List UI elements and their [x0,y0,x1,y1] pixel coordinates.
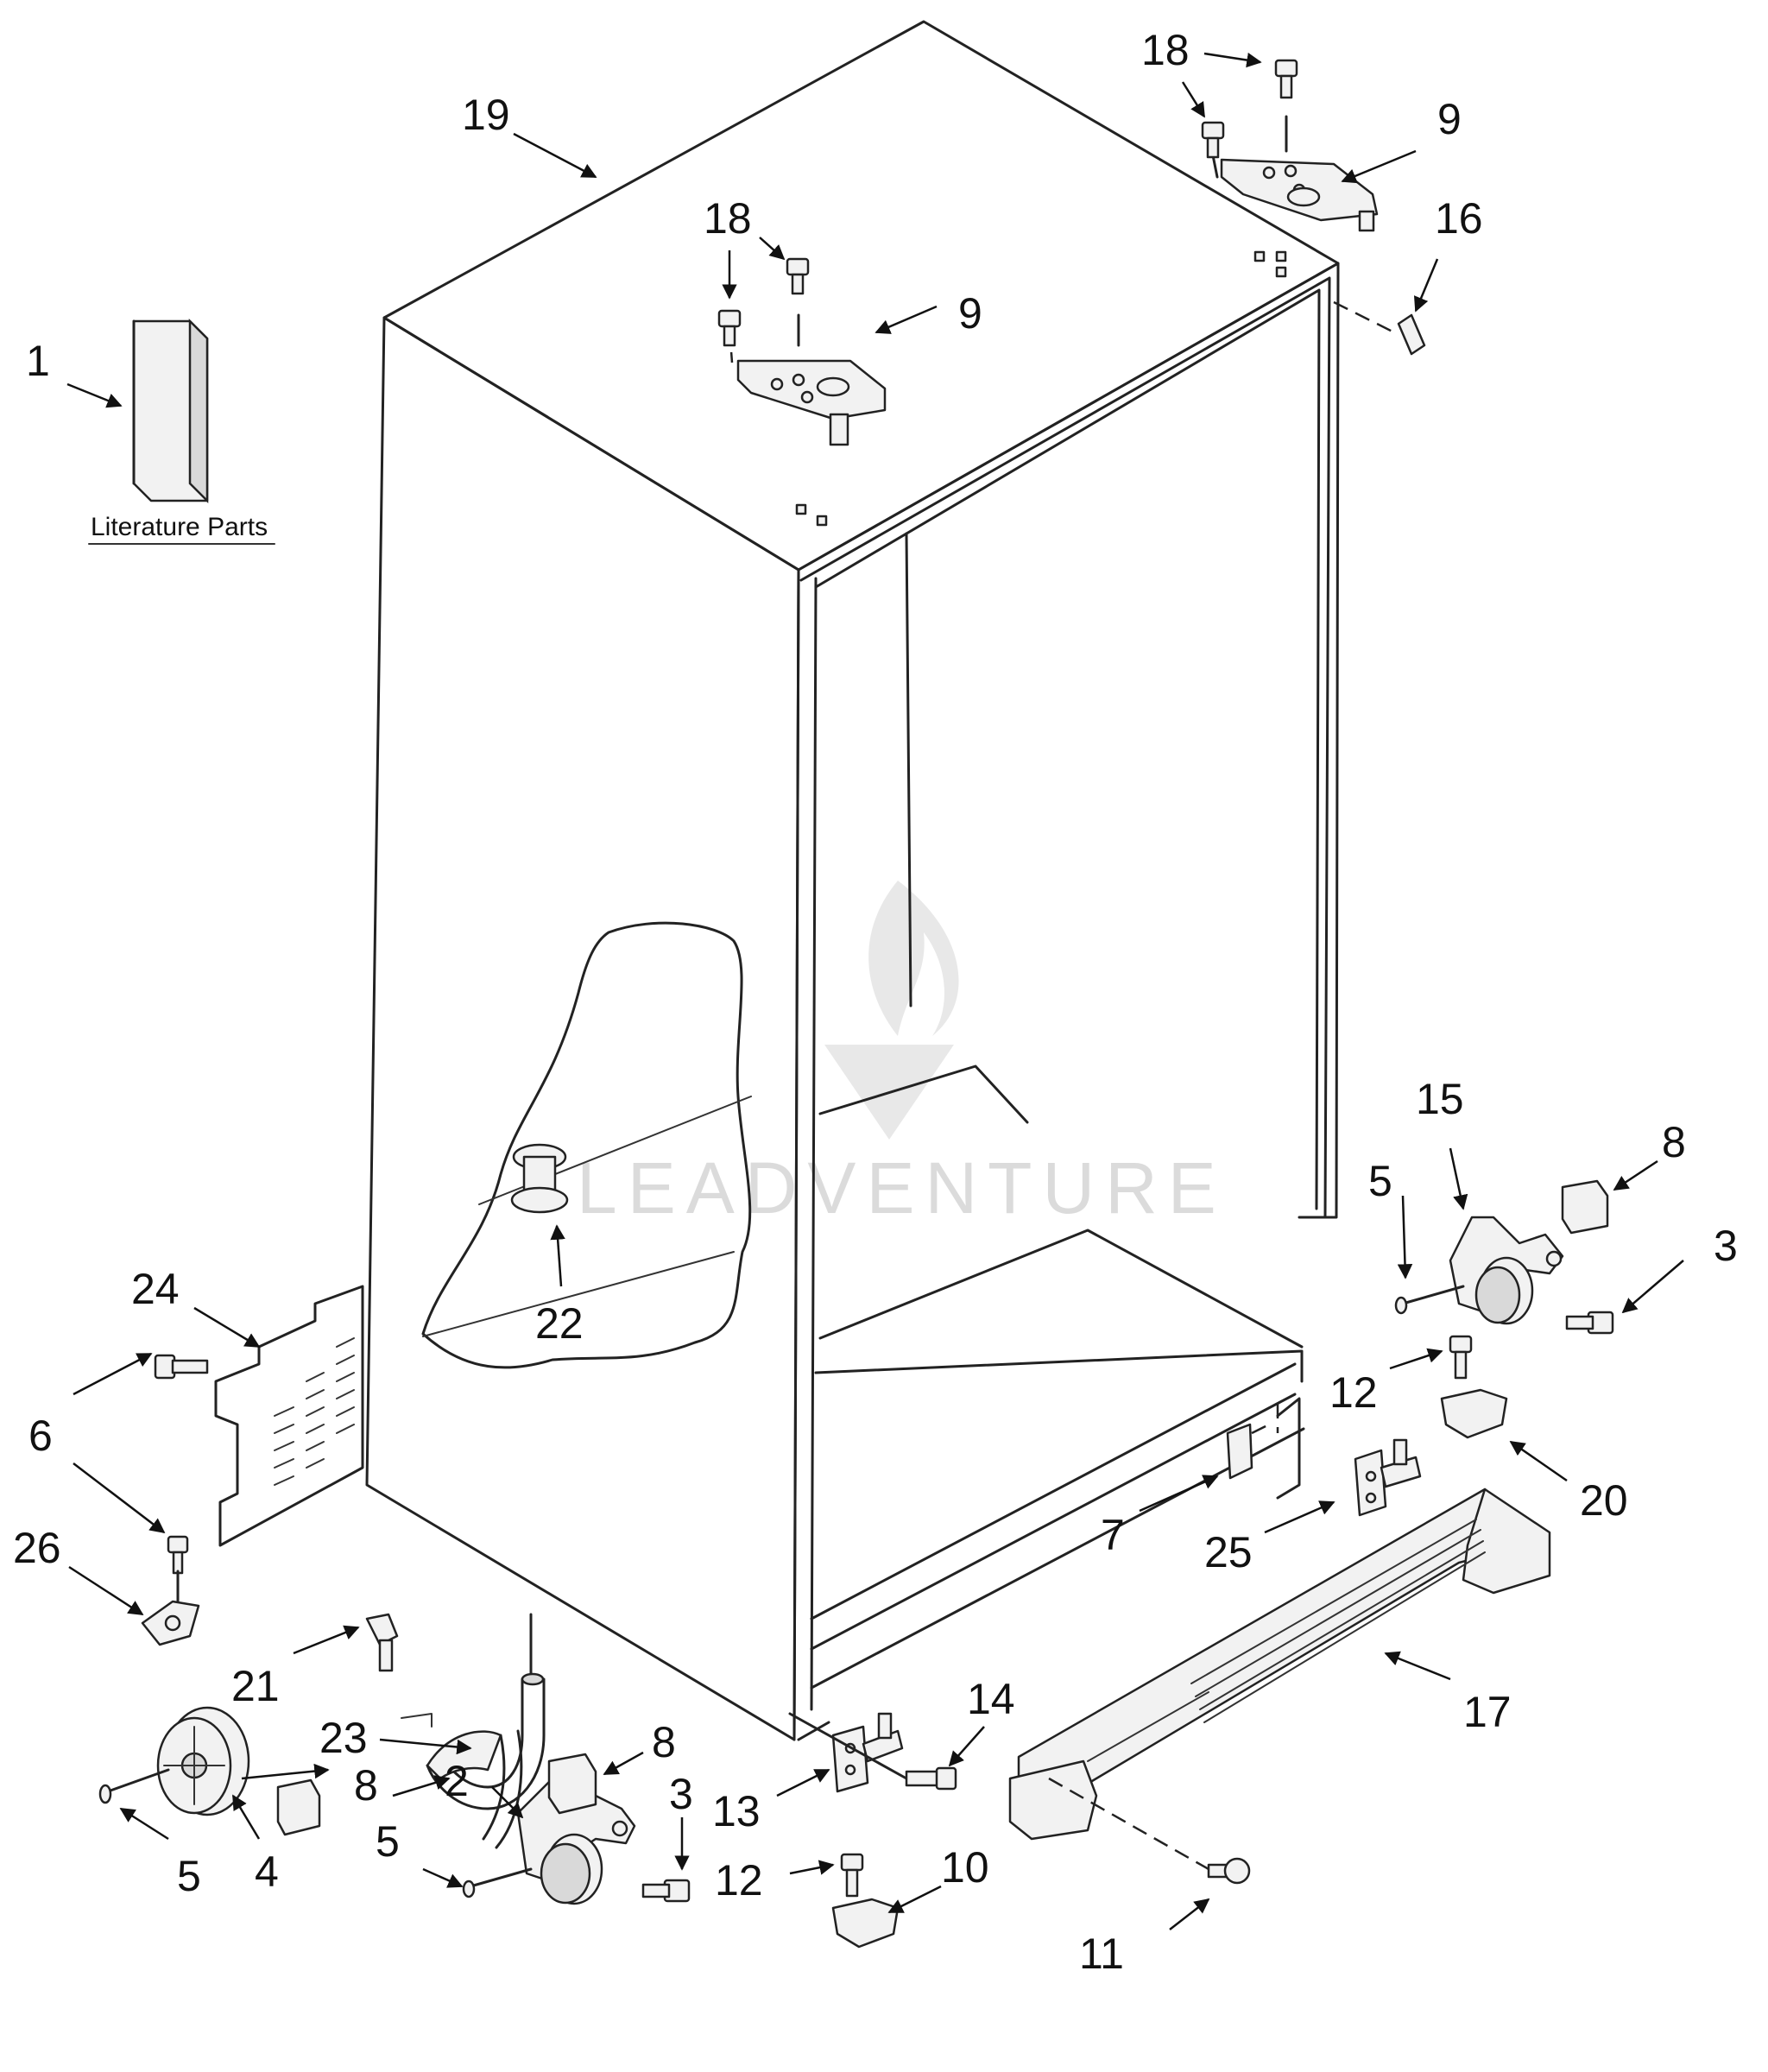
drain-grommet [510,1143,569,1214]
cutaway [421,921,752,1369]
callout-19: 19 [462,91,510,139]
leader-arrows [66,52,1684,1930]
right-screw [1565,1311,1614,1335]
leveling-leg-left [831,1853,900,1949]
callout-12a: 12 [715,1856,763,1905]
callout-7: 7 [1101,1511,1125,1559]
bracket [1226,1403,1279,1480]
callout-24: 24 [131,1265,180,1313]
callout-18a: 18 [1141,26,1190,74]
back-panel [214,1285,364,1547]
top-hinge-right [1211,115,1379,232]
callout-8c: 8 [1662,1118,1686,1166]
callout-25: 25 [1204,1528,1253,1576]
top-screws [717,59,1298,347]
tube-clamp [141,1570,200,1646]
watermark: LEADVENTURE [577,881,1227,1229]
callout-14: 14 [967,1675,1015,1723]
callout-5a: 5 [177,1852,201,1900]
callout-3a: 3 [669,1770,693,1818]
literature-label: Literature Parts [91,513,268,541]
callout-2: 2 [445,1757,469,1805]
callout-21: 21 [231,1662,280,1710]
watermark-text: LEADVENTURE [577,1147,1227,1229]
callout-8b: 8 [652,1718,676,1766]
bottom-hinge-right [1354,1438,1422,1517]
callout-16: 16 [1435,194,1483,243]
callout-22: 22 [535,1299,584,1348]
left-screw [641,1879,691,1903]
callout-18b: 18 [704,194,752,243]
callout-5b: 5 [376,1817,400,1866]
literature-book: Literature Parts [88,318,275,545]
callout-8a: 8 [354,1761,378,1810]
cabinet [365,20,1340,1741]
hinge-plug [1333,300,1426,356]
shims [276,1179,1609,1836]
leveling-leg-right [1440,1335,1508,1439]
callouts: 1 18 9 16 19 18 9 22 24 6 26 21 23 8 5 4… [13,26,1738,1978]
callout-3b: 3 [1714,1222,1738,1270]
callout-20: 20 [1580,1476,1628,1525]
callout-12b: 12 [1329,1368,1378,1417]
callout-13: 13 [712,1787,761,1835]
left-roller-bracket [462,1777,636,1905]
callout-6: 6 [28,1412,53,1460]
callout-9b: 9 [958,289,982,338]
callout-4: 4 [255,1848,279,1896]
callout-9a: 9 [1437,95,1462,143]
bottom-hinge [788,1712,957,1793]
callout-15: 15 [1416,1075,1464,1123]
callout-11: 11 [1079,1930,1124,1978]
panel-screws [154,1354,209,1575]
callout-1: 1 [26,337,50,385]
callout-10: 10 [941,1843,989,1892]
top-hinge-left [728,313,887,446]
left-caster-wheel [98,1706,250,1816]
callout-23: 23 [319,1714,368,1762]
callout-26: 26 [13,1524,61,1572]
callout-17: 17 [1463,1688,1512,1736]
drain-tube [365,1613,546,1849]
callout-5c: 5 [1368,1157,1392,1205]
grille-screw [1207,1857,1251,1885]
toe-grille [1008,1488,1551,1871]
right-roller-bracket [1394,1216,1564,1325]
